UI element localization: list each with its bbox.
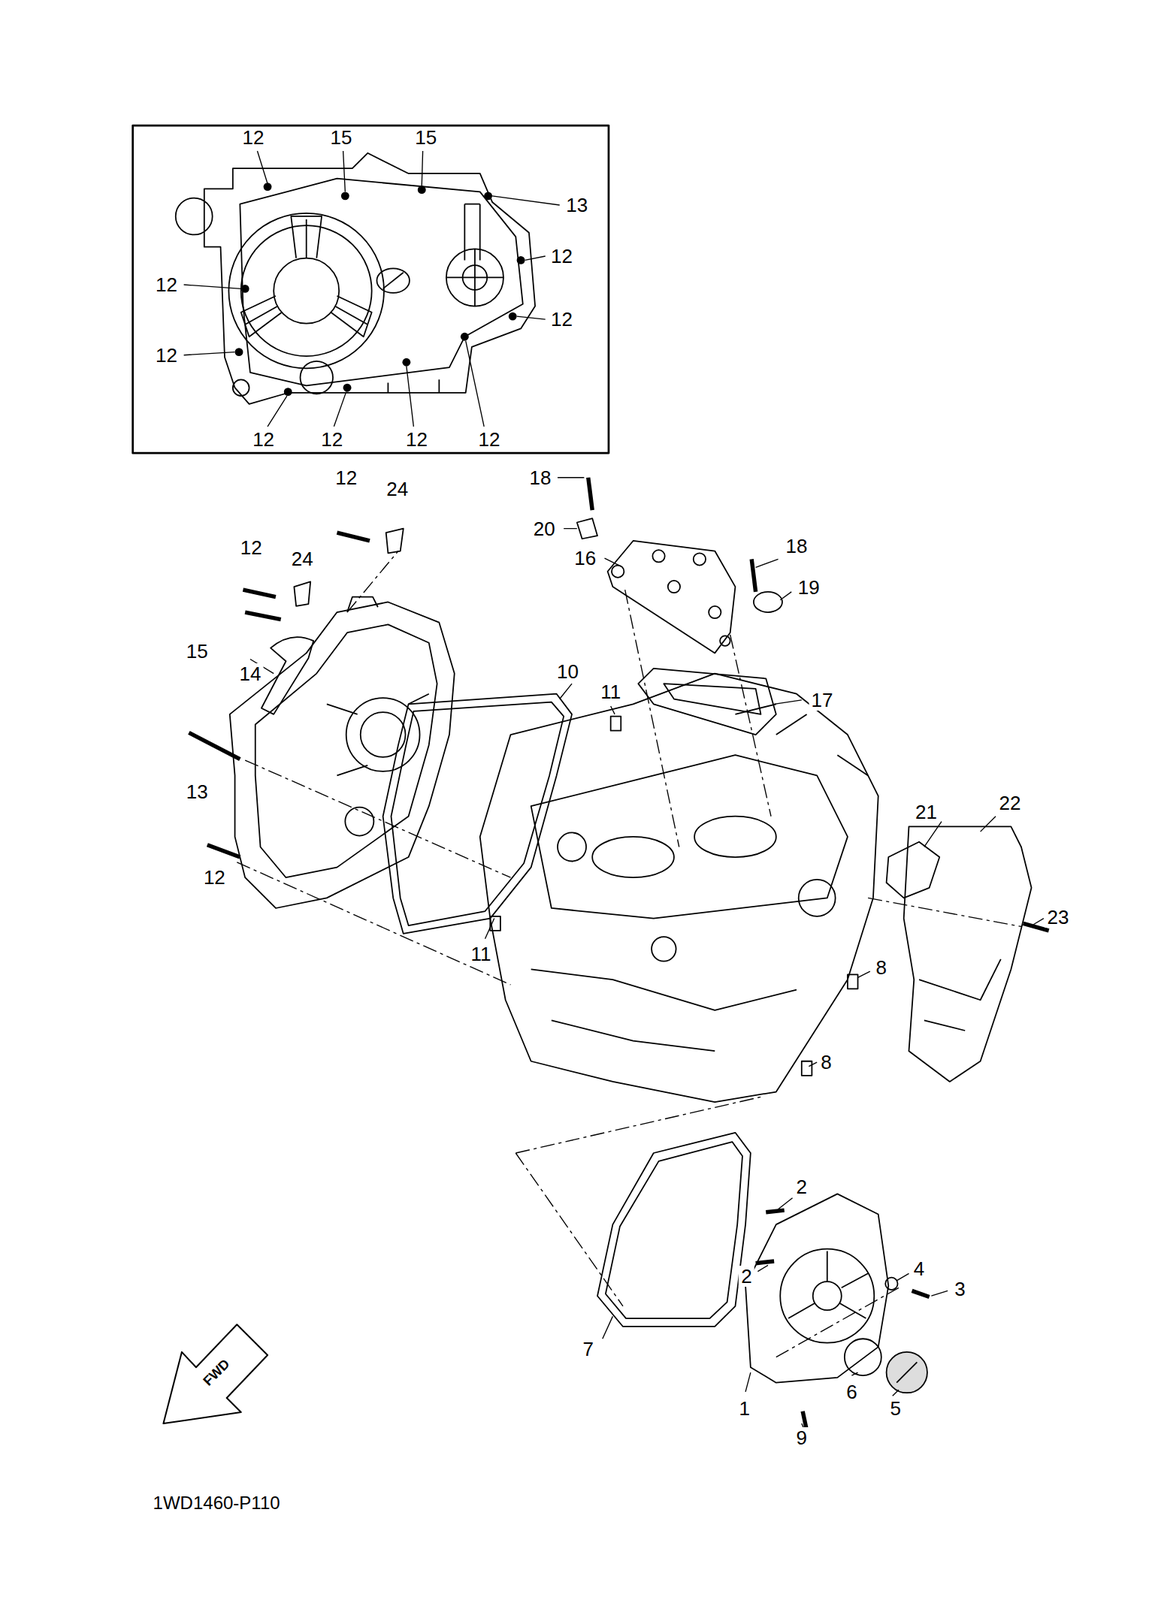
callout-number: 13 bbox=[563, 194, 590, 216]
dowel-pins bbox=[489, 716, 858, 1077]
direction-label: FWD bbox=[198, 1354, 234, 1391]
callout-number: 23 bbox=[1044, 907, 1071, 929]
crankcase bbox=[480, 674, 879, 1104]
callout-number: 17 bbox=[809, 689, 836, 711]
gasket bbox=[383, 694, 572, 935]
diagram-code: 1WD1460-P110 bbox=[151, 1493, 283, 1514]
callout-number: 6 bbox=[843, 1381, 859, 1403]
callout-number: 10 bbox=[554, 661, 581, 683]
callout-number: 8 bbox=[818, 1052, 834, 1074]
callout-number: 12 bbox=[240, 126, 267, 149]
clutch-cover bbox=[229, 597, 455, 909]
callout-number: 12 bbox=[153, 274, 180, 296]
o-ring bbox=[844, 1339, 882, 1376]
callout-number: 12 bbox=[475, 429, 502, 451]
generator-cover bbox=[745, 1194, 889, 1383]
gasket bbox=[597, 1133, 751, 1328]
callout-number: 12 bbox=[403, 429, 430, 451]
callout-number: 21 bbox=[913, 801, 940, 823]
callout-number: 7 bbox=[580, 1339, 596, 1361]
inset-frame bbox=[133, 125, 609, 454]
guard-part bbox=[886, 842, 941, 899]
callout-number: 9 bbox=[794, 1427, 810, 1449]
callout-number: 18 bbox=[526, 467, 554, 489]
callout-number: 24 bbox=[289, 548, 316, 570]
clamp bbox=[577, 518, 598, 539]
cover-gasket bbox=[663, 683, 761, 715]
callout-number: 24 bbox=[383, 478, 411, 500]
callout-number: 12 bbox=[201, 867, 228, 889]
callout-number: 15 bbox=[327, 126, 354, 149]
callout-number: 12 bbox=[318, 429, 345, 451]
cover-gasket bbox=[637, 668, 776, 735]
callout-number: 19 bbox=[795, 577, 823, 599]
callout-number: 2 bbox=[738, 1266, 754, 1288]
callout-number: 3 bbox=[952, 1278, 968, 1301]
bolts bbox=[188, 477, 1049, 1432]
filler-cap bbox=[886, 1352, 928, 1394]
inset-leaders bbox=[184, 151, 560, 427]
callout-number: 13 bbox=[184, 781, 211, 803]
callout-number: 8 bbox=[873, 957, 889, 979]
callout-number: 12 bbox=[153, 344, 180, 366]
callout-number: 5 bbox=[888, 1398, 904, 1420]
callout-number: 12 bbox=[548, 245, 575, 267]
callout-number: 12 bbox=[332, 467, 360, 489]
callout-number: 20 bbox=[531, 518, 558, 540]
callout-number: 1 bbox=[736, 1398, 752, 1420]
bracket-part bbox=[261, 637, 314, 715]
callout-number: 2 bbox=[794, 1176, 810, 1198]
callout-number: 15 bbox=[412, 126, 439, 149]
grommet bbox=[753, 592, 783, 613]
washer bbox=[885, 1278, 898, 1291]
assembly-lines bbox=[236, 551, 1022, 1358]
callout-number: 22 bbox=[997, 792, 1024, 814]
callout-number: 12 bbox=[250, 429, 277, 451]
direction-arrow bbox=[163, 1324, 268, 1425]
filler-cap bbox=[896, 1362, 917, 1383]
bolt-positions bbox=[235, 182, 526, 397]
sprocket-cover bbox=[904, 826, 1032, 1083]
callout-number: 12 bbox=[238, 537, 265, 559]
callout-number: 11 bbox=[468, 943, 494, 965]
callout-number: 18 bbox=[783, 535, 811, 557]
inset-engine bbox=[175, 153, 536, 405]
callout-number: 16 bbox=[571, 547, 599, 569]
callout-number: 14 bbox=[236, 663, 264, 685]
callout-number: 15 bbox=[184, 640, 211, 663]
leader-lines bbox=[250, 477, 1044, 1432]
callout-number: 11 bbox=[598, 681, 623, 703]
callout-number: 12 bbox=[548, 308, 575, 330]
callout-number: 4 bbox=[911, 1258, 927, 1280]
